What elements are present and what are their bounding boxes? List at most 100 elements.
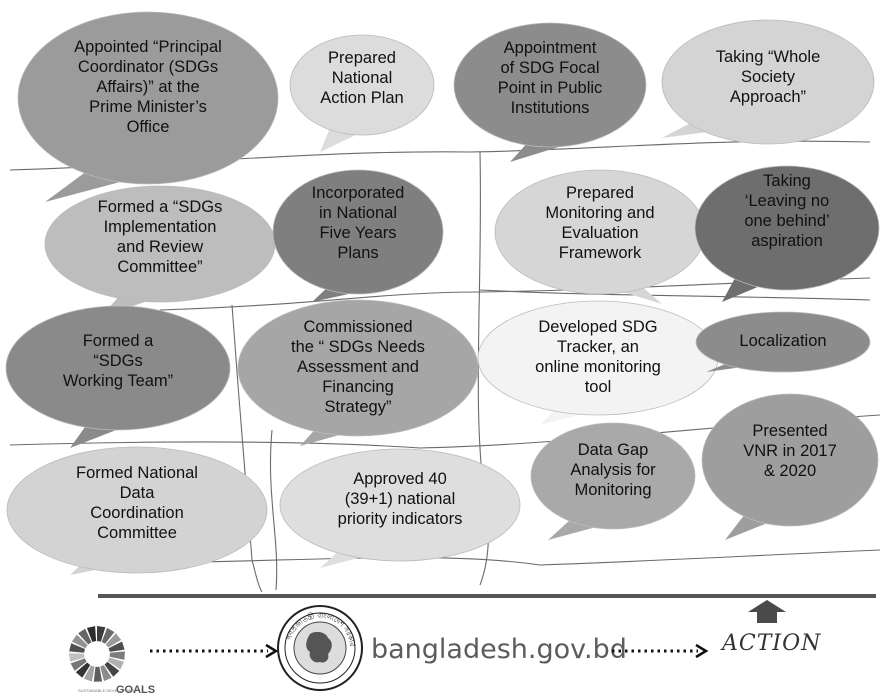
sdg-wheel-segment	[105, 633, 122, 648]
bubble-label-line: Working Team”	[63, 372, 173, 390]
sdg-logo-small-caption: SUSTAINABLE DEVELOPMENT	[78, 688, 137, 693]
bubble-label-line: Five Years	[319, 224, 396, 242]
sdg-wheel-segment	[101, 627, 115, 644]
speech-bubble-leaving-no-one: Taking ‘Leaving no one behind’ aspiration	[694, 165, 880, 302]
bubble-label: Taking ‘Leaving no one behind’ aspiration	[744, 172, 829, 250]
bubble-shape	[279, 448, 521, 562]
sdg-wheel-segment	[69, 653, 85, 662]
speech-bubble-priority-indicators: Approved 40 (39+1) national priority indic…	[279, 448, 521, 568]
bubble-label-line: one behind’	[744, 212, 829, 230]
bubble-label-line: Committee”	[117, 258, 202, 276]
bubble-label-line: Implementation	[104, 218, 217, 236]
bubble-label-line: Formed a “SDGs	[98, 198, 223, 216]
sdg-wheel-segment	[97, 626, 106, 642]
sdg-wheel-segment	[86, 626, 97, 642]
bubble-label: Localization	[739, 332, 826, 350]
sdg-wheel-segment	[100, 665, 112, 682]
bubble-label-line: Approved 40	[353, 470, 447, 488]
bubble-label-line: Taking	[763, 172, 811, 190]
bubble-shape	[272, 169, 444, 295]
bubble-label-line: Prepared	[328, 49, 396, 67]
bubble-label-line: Institutions	[511, 99, 590, 117]
sdg-wheel-segment	[78, 628, 92, 645]
bubble-label-line: Strategy”	[325, 398, 392, 416]
speech-bubble-sdg-tracker: Developed SDG Tracker, an online monitorin…	[477, 300, 719, 425]
dotted-arrow-left	[150, 643, 279, 659]
bubble-label-line: Point in Public	[498, 79, 603, 97]
bubble-label-line: Coordination	[90, 504, 184, 522]
bubble-label-line: Action Plan	[320, 89, 403, 107]
bangladesh-government-seal: গণপ্রজাতন্ত্রী বাংলাদেশ সরকার	[277, 605, 363, 691]
bubble-label-line: the “ SDGs Needs	[291, 338, 425, 356]
bubble-label-line: National	[332, 69, 393, 87]
sdg-wheel-segment	[108, 641, 125, 652]
bubble-shape	[237, 299, 479, 437]
bubble-label-line: Prepared	[566, 184, 634, 202]
bubble-shape	[695, 311, 871, 373]
bubble-label-line: Presented	[752, 422, 827, 440]
bubble-shape	[694, 165, 880, 291]
bubble-label-line: aspiration	[751, 232, 823, 250]
sdg-wheel-segment	[107, 657, 124, 670]
sdg-wheel-segment	[75, 662, 91, 678]
bubble-label-line: Developed SDG	[538, 318, 657, 336]
bubble-label-line: Data Gap	[578, 441, 649, 459]
bubble-label-line: online monitoring	[535, 358, 661, 376]
bubble-label-line: (39+1) national	[345, 490, 456, 508]
dotted-arrow-right	[612, 643, 709, 659]
bubble-shape	[289, 34, 435, 136]
bubble-label-line: Monitoring and	[545, 204, 654, 222]
bubble-label-line: in National	[319, 204, 397, 222]
bubble-shape	[453, 22, 647, 148]
bubble-shape	[6, 446, 268, 574]
bubble-label-line: “SDGs	[93, 352, 143, 370]
bubble-label-line: Formed National	[76, 464, 198, 482]
sdg-wheel-segment	[69, 643, 85, 653]
bubble-label-line: Localization	[739, 332, 826, 350]
bubble-shape	[5, 305, 231, 431]
bubble-label-line: ‘Leaving no	[745, 192, 829, 210]
bubble-label-line: Assessment and	[297, 358, 419, 376]
bubble-label-line: Plans	[337, 244, 378, 262]
sdg-wheel-segment	[104, 661, 120, 677]
bubble-shape	[530, 422, 696, 530]
sdg-wheel-segment	[109, 651, 125, 660]
sdg-wheel-segment	[93, 666, 103, 682]
bubble-label-line: Approach”	[730, 88, 806, 106]
bubble-label-line: Office	[127, 118, 170, 136]
sdg-wheel-segment	[70, 658, 87, 671]
bubble-label-line: Appointed “Principal	[74, 38, 222, 56]
bubble-shape	[701, 393, 879, 527]
bubble-label-line: Appointment	[504, 39, 597, 57]
bubble-shape	[17, 11, 279, 185]
bubble-label-line: Evaluation	[561, 224, 638, 242]
bubble-label-line: & 2020	[764, 462, 816, 480]
sdg-logo-caption: GOALS	[116, 684, 155, 696]
bubble-label-line: Financing	[322, 378, 394, 396]
sdg-wheel-logo	[69, 626, 125, 682]
website-label: bangladesh.gov.bd	[371, 634, 627, 665]
bubble-label-line: of SDG Focal	[500, 59, 599, 77]
bubble-label-line: Tracker, an	[557, 338, 639, 356]
sdg-wheel-segment	[71, 634, 88, 649]
bubble-label-line: priority indicators	[338, 510, 463, 528]
bubble-label-line: Society	[741, 68, 796, 86]
